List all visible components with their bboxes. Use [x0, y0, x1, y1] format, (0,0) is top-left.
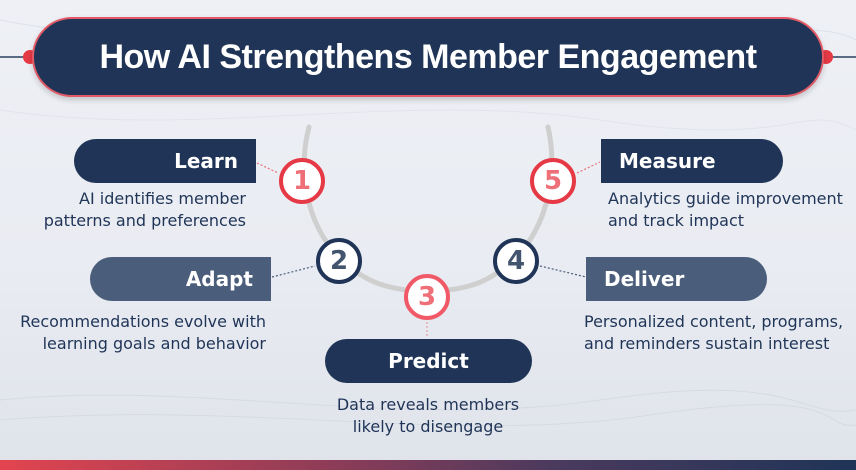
step-1-label-pill: Learn — [74, 139, 256, 183]
step-label: Measure — [619, 149, 716, 173]
step-3-number-badge: 3 — [404, 274, 450, 320]
step-label: Learn — [174, 149, 238, 173]
step-3-label-pill: Predict — [325, 339, 532, 383]
step-number: 2 — [329, 246, 349, 276]
description-line: Analytics guide improvement — [608, 189, 843, 208]
bottom-gradient-bar — [0, 460, 856, 470]
description-line: Data reveals members — [336, 395, 520, 414]
step-number: 5 — [543, 166, 563, 196]
step-number: 1 — [292, 166, 312, 196]
step-5-label-pill: Measure — [601, 139, 783, 183]
description-line: learning goals and behavior — [42, 334, 266, 353]
description-line: Recommendations evolve with — [20, 312, 266, 331]
step-3-description: Data reveals members likely to disengage — [300, 394, 556, 438]
page-title: How AI Strengthens Member Engagement — [99, 37, 757, 76]
description-line: and reminders sustain interest — [584, 334, 830, 353]
step-1-description: AI identifies member patterns and prefer… — [20, 188, 246, 232]
title-banner: How AI Strengthens Member Engagement — [32, 17, 824, 97]
step-label: Deliver — [604, 267, 685, 291]
description-line: likely to disengage — [352, 417, 504, 436]
step-2-number-badge: 2 — [316, 238, 362, 284]
step-4-number-badge: 4 — [493, 238, 539, 284]
description-line: and track impact — [608, 211, 745, 230]
description-line: patterns and preferences — [43, 211, 246, 230]
step-2-description: Recommendations evolve with learning goa… — [0, 311, 266, 355]
step-2-label-pill: Adapt — [90, 257, 271, 301]
step-4-label-pill: Deliver — [586, 257, 767, 301]
step-5-number-badge: 5 — [530, 158, 576, 204]
description-line: AI identifies member — [79, 189, 246, 208]
step-4-description: Personalized content, programs, and remi… — [584, 311, 856, 355]
description-line: Personalized content, programs, — [584, 312, 844, 331]
step-label: Adapt — [185, 267, 253, 291]
step-label: Predict — [388, 349, 469, 373]
step-1-number-badge: 1 — [279, 158, 325, 204]
step-number: 3 — [417, 282, 437, 312]
step-number: 4 — [506, 246, 526, 276]
step-5-description: Analytics guide improvement and track im… — [608, 188, 856, 232]
